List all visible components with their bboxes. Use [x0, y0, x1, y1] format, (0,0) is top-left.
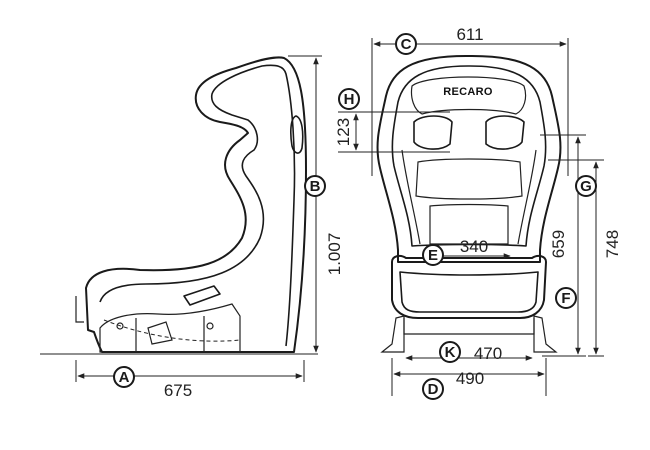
badge-f-letter: F	[561, 290, 570, 307]
badge-h	[338, 88, 360, 110]
badge-a-letter: A	[119, 369, 130, 386]
front-view	[376, 55, 562, 353]
badge-h-letter: H	[344, 91, 355, 108]
front-bolster-left	[401, 149, 421, 245]
badge-e-letter: E	[428, 247, 438, 264]
badge-d	[422, 378, 444, 400]
badge-e	[422, 244, 444, 266]
front-back-panel-lower	[429, 203, 509, 245]
badge-b-letter: B	[310, 178, 321, 195]
side-bolt-1	[116, 322, 124, 330]
side-shell-inner	[99, 64, 296, 347]
front-seat-cushion	[391, 254, 547, 319]
front-back-panel-upper	[415, 158, 523, 200]
front-foot-right	[533, 315, 558, 353]
badge-k-letter: K	[445, 344, 456, 361]
dimension-f: F 659	[540, 134, 586, 357]
recaro-logo: RECARO	[443, 86, 493, 98]
front-belt-hole-right	[485, 115, 525, 150]
dimension-d: D 490	[391, 358, 547, 400]
side-belt-slot	[290, 115, 304, 154]
dim-c-value: 611	[456, 25, 483, 44]
badge-k	[439, 341, 461, 363]
front-base	[403, 318, 535, 335]
dimension-b: B 1.007	[288, 55, 344, 353]
dim-d-value: 490	[456, 369, 484, 388]
dim-f-value: 659	[549, 230, 568, 258]
side-front-bracket	[75, 296, 84, 323]
side-lower-hole	[147, 321, 173, 345]
dimension-k: K 470	[405, 341, 533, 363]
side-mount-plate	[99, 303, 241, 353]
side-shell-outline	[85, 56, 307, 353]
badge-f	[555, 287, 577, 309]
badge-d-letter: D	[428, 381, 439, 398]
dim-a-value: 675	[164, 381, 192, 400]
side-view	[40, 56, 318, 355]
front-headrest-panel	[410, 76, 527, 115]
front-bolster-right	[517, 149, 537, 245]
badge-g-letter: G	[580, 178, 592, 195]
dim-g-value: 748	[603, 230, 622, 258]
badge-b	[304, 175, 326, 197]
badge-g	[575, 175, 597, 197]
dim-e-value: 340	[460, 237, 488, 256]
dimension-g: G 748	[548, 159, 622, 357]
front-seat-cushion-inner	[399, 271, 539, 313]
badge-a	[113, 366, 135, 388]
side-seat-base-dashed	[103, 319, 241, 342]
dim-h-value: 123	[334, 118, 353, 146]
dim-b-value: 1.007	[325, 233, 344, 276]
dimension-a: A 675	[75, 360, 305, 400]
dimension-h: H 123	[334, 88, 450, 153]
dimension-c: C 611	[371, 25, 569, 176]
front-shell-outline	[376, 55, 562, 264]
side-cutout	[183, 285, 221, 306]
badge-c	[395, 33, 417, 55]
front-foot-left	[380, 315, 405, 353]
side-bolt-2	[206, 322, 214, 330]
front-belt-hole-left	[413, 115, 453, 150]
dimension-e: E 340	[422, 237, 511, 266]
badge-c-letter: C	[401, 36, 412, 53]
dim-k-value: 470	[474, 344, 502, 363]
